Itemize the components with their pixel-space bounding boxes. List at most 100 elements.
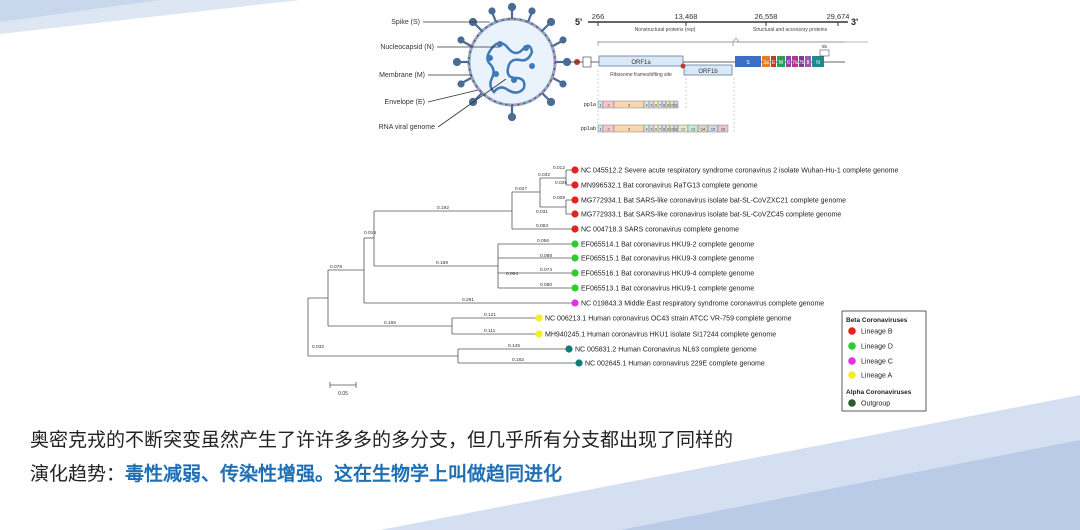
gene-8 (805, 56, 811, 67)
orf1b-box (683, 64, 733, 76)
gene-E (771, 56, 776, 67)
orf1b-label: ORF1b (698, 69, 718, 75)
caption-highlight: 毒性减弱、传染性增强。这在生物学上叫做趋同进化 (125, 464, 563, 485)
legend-dot-3 (848, 357, 856, 365)
legend-box (841, 310, 927, 412)
gene-6 (786, 56, 791, 67)
bl-4: 0.009 (553, 195, 565, 201)
bl-1: 0.025 (555, 180, 567, 186)
legend-dot-4 (848, 371, 856, 379)
bl-22: 0.032 (312, 344, 324, 350)
branch-zxc21 (565, 199, 572, 215)
taxon-dot-13 (565, 345, 573, 353)
gene-label-9b: 9b (822, 44, 828, 49)
virion-label-envelope: Envelope (E) (385, 99, 425, 106)
pp1ab-blocks-nsp-label-1: 1 (599, 127, 601, 131)
gene-label-M: M (779, 60, 783, 66)
taxon-dot-10 (571, 299, 579, 307)
taxon-dot-2 (571, 181, 579, 189)
bl-14: 0.189 (436, 260, 448, 266)
pp1ab-blocks-nsp-16 (717, 124, 729, 133)
scale-bar-label: 0.05 (338, 391, 348, 397)
taxon-label-9: EF065513.1 Bat coronavirus HKU9-1 comple… (581, 286, 754, 293)
genome-position-13468: 13,468 (675, 12, 698, 21)
top-left-band-dark (0, 0, 160, 22)
taxon-dot-3 (571, 196, 579, 204)
branch-hku9-node (495, 244, 499, 288)
gene-label-7a: 7a (792, 60, 798, 66)
bl-2: 0.032 (538, 172, 550, 178)
bottom-right-band-dark (620, 440, 1080, 530)
pp1a-blocks-nsp-label-4: 4 (645, 103, 647, 107)
bl-13: 0.004 (506, 271, 518, 277)
pp1ab-blocks-nsp-label-12: 12 (681, 127, 685, 131)
legend-dot-1 (848, 327, 856, 335)
pp1ab-blocks-nsp-label-6: 6 (655, 127, 657, 131)
scale-bar (329, 382, 357, 388)
spike-proteins (452, 2, 572, 122)
pp1a-blocks-nsp-label-5: 5 (650, 103, 652, 107)
taxon-dot-12 (535, 330, 543, 338)
genome-position-266: 266 (592, 12, 605, 21)
taxon-label-7: EF065515.1 Bat coronavirus HKU9-3 comple… (581, 256, 754, 263)
nucleocapsid-beads (487, 41, 535, 83)
pp1a-blocks-nsp-label-3: 3 (628, 103, 630, 107)
bl-20: 0.145 (508, 343, 520, 349)
branch-lineage-a (327, 270, 452, 327)
pp1ab-blocks-nsp-label-10: 10 (670, 127, 674, 131)
orf1a-box (598, 55, 684, 67)
gene-label-8: 8 (807, 60, 810, 66)
bl-19: 0.165 (384, 320, 396, 326)
branch-sars-cov (511, 192, 572, 230)
legend-label-5: Outgroup (861, 401, 890, 408)
branch-ratg13-group (539, 177, 566, 192)
frameshift-label: Ribosome frameshifting site (610, 72, 672, 78)
pp1ab-blocks-nsp-label-14: 14 (701, 127, 705, 131)
legend-label-1: Lineage B (861, 329, 893, 336)
taxon-dot-14 (575, 359, 583, 367)
legend-alpha-title: Alpha Coronaviruses (846, 389, 912, 396)
taxon-label-6: EF065514.1 Bat coronavirus HKU9-2 comple… (581, 242, 754, 249)
branch-wuhan (565, 169, 572, 186)
caption-line-1: 奥密克戎的不断突变虽然产生了许许多多的多分支，但几乎所有分支都出现了同样的 (30, 430, 734, 451)
gene-label-S: S (746, 60, 750, 66)
caption-line-2-prefix: 演化趋势： (30, 464, 126, 485)
genome-five-prime: 5' (575, 17, 582, 27)
gene-9b (819, 49, 830, 57)
gene-7b (799, 56, 804, 67)
caption: 奥密克戎的不断突变虽然产生了许许多多的多分支，但几乎所有分支都出现了同样的 演化… (30, 424, 1070, 492)
pp1a-blocks-nsp-label-1: 1 (599, 103, 601, 107)
branch-lineage-d (373, 211, 495, 267)
pp1ab-blocks-nsp-label-8: 8 (663, 127, 665, 131)
taxon-dot-5 (571, 225, 579, 233)
bl-0: 0.012 (553, 165, 565, 171)
bl-11: 0.074 (540, 267, 552, 273)
taxon-label-11: NC 006213.1 Human coronavirus OC43 strai… (545, 316, 792, 323)
bl-12: 0.080 (540, 282, 552, 288)
taxon-dot-7 (571, 254, 579, 262)
bl-5: 0.031 (536, 209, 548, 215)
virion-label-spike: Spike (S) (391, 19, 420, 26)
gene-3a (762, 56, 770, 67)
pp1ab-blocks-nsp-label-16: 16 (721, 127, 725, 131)
pp1ab-blocks-nsp-label-7: 7 (659, 127, 661, 131)
pp1a-blocks-nsp-label-7: 7 (659, 103, 661, 107)
genome-position-29674: 29,674 (827, 12, 850, 21)
bl-10: 0.088 (540, 253, 552, 259)
pp1ab-blocks-nsp-label-13: 13 (691, 127, 695, 131)
orf1a-label: ORF1a (631, 60, 651, 66)
pp1ab-blocks-nsp-label-2: 2 (607, 127, 609, 131)
virion-diagram: Spike (S) Nucleocapsid (N) Membrane (M) … (379, 2, 572, 131)
taxon-label-4: MG772933.1 Bat SARS-like coronavirus iso… (581, 212, 841, 219)
pp1ab-blocks-nsp-label-3: 3 (628, 127, 630, 131)
legend-dot-5 (848, 399, 856, 407)
taxon-label-5: NC 004718.3 SARS coronavirus complete ge… (581, 227, 739, 234)
pp1a-label: pp1a (584, 102, 597, 108)
taxon-label-14: NC 002645.1 Human coronavirus 229E compl… (585, 361, 765, 368)
lineage-legend: Beta Coronaviruses Alpha Coronaviruses L… (841, 310, 927, 412)
branch-sarscov-join (512, 191, 548, 208)
branch-mers (363, 238, 572, 304)
gene-label-3a: 3a (763, 60, 769, 66)
